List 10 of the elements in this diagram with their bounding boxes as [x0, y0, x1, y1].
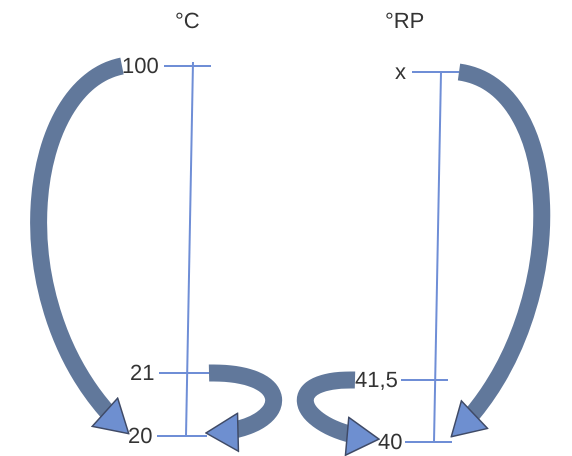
- scale-value: 21: [130, 359, 154, 387]
- unit-heading: °C: [175, 8, 200, 34]
- curved-arrow: [205, 364, 282, 450]
- scale-value: 40: [378, 428, 402, 456]
- scale-value: 100: [122, 52, 159, 80]
- curved-arrow: [297, 372, 380, 454]
- scale-value: x: [395, 58, 406, 86]
- scale-value: 20: [128, 422, 152, 450]
- unit-heading: °RP: [385, 8, 424, 34]
- scale-value: 41,5: [355, 366, 398, 394]
